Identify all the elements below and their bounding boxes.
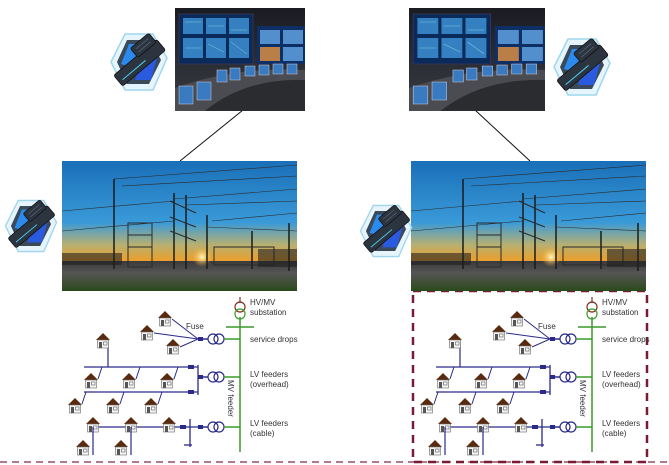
control-room-image [175,8,305,111]
house-icon [514,417,528,433]
diagram-label-lv-cable-1: LV feeders [250,419,288,428]
transformer-symbol [207,421,225,433]
hv-transformer-symbol [586,301,598,313]
diagram-label-lv-overhead-2: (overhead) [602,380,641,389]
service-drop-line [171,318,199,340]
fuse-symbol [198,337,203,341]
fuse-symbol [550,375,555,379]
mv-transformer-symbol [234,308,246,320]
diagram-label-substation-bottom: substation [602,308,638,317]
diagram-label-service-drops: service drops [250,335,298,344]
house-icon [466,440,480,456]
transformer-symbol [207,333,225,345]
ied-device-icon [4,199,58,253]
diagram-label-service-drops: service drops [602,335,650,344]
fuse-symbol [180,425,186,429]
diagram-label-lv-cable-1: LV feeders [602,419,640,428]
house-icon [458,398,472,414]
diagram-label-lv-cable-2: (cable) [250,429,275,438]
house-icon [518,339,532,355]
control-room-image [409,8,545,111]
substation-photo [411,161,646,291]
house-icon [160,373,174,389]
house-icon [140,325,154,341]
service-drop-line [523,318,551,340]
house-icon [68,398,82,414]
diagram-label-fuse: Fuse [538,322,556,331]
house-icon [496,398,510,414]
fuse-symbol [550,425,555,429]
ied-device-icon [553,38,611,96]
diagram-label-fuse: Fuse [186,322,204,331]
house-icon [492,325,506,341]
house-icon [106,398,120,414]
house-icon [436,373,450,389]
fuse-symbol [188,390,194,394]
transformer-symbol [559,371,577,383]
diagram-label-substation-bottom: substation [250,308,286,317]
fuse-symbol [188,365,194,369]
house-icon [96,333,110,349]
house-icon [114,440,128,456]
transformer-symbol [559,421,577,433]
fuse-symbol [532,425,538,429]
house-icon [84,373,98,389]
fuse-symbol [550,337,555,341]
diagram-label-mv-feeder: MV feeder [578,380,587,417]
house-icon [76,440,90,456]
substation-photo [62,161,297,291]
diagram-label-lv-overhead-1: LV feeders [250,370,288,379]
hv-transformer-symbol [234,301,246,313]
fuse-symbol [540,365,546,369]
transformer-symbol [207,371,225,383]
diagram-label-mv-feeder: MV feeder [226,380,235,417]
house-icon [162,417,176,433]
highlight-dashed-box [411,289,649,464]
house-icon [420,398,434,414]
transformer-symbol [559,333,577,345]
diagram-label-lv-cable-2: (cable) [602,429,627,438]
left-connector-line [179,109,244,162]
house-icon [144,398,158,414]
fuse-symbol [198,425,203,429]
diagram-label-substation-top: HV/MV [602,298,628,307]
service-drop-line [179,338,199,348]
house-icon [510,311,524,327]
ied-device-icon [359,204,413,258]
diagram-label-lv-overhead-1: LV feeders [602,370,640,379]
service-drop-line [531,338,551,348]
house-icon [166,339,180,355]
house-icon [474,373,488,389]
service-drop-line [505,332,551,340]
diagram-label-lv-overhead-2: (overhead) [250,380,289,389]
fuse-symbol [540,390,546,394]
fuse-symbol [198,375,203,379]
house-icon [428,440,442,456]
house-icon [448,333,462,349]
house-icon [122,373,136,389]
mv-transformer-symbol [586,308,598,320]
house-icon [158,311,172,327]
service-drop-line [153,332,199,340]
right-connector-line [474,109,531,162]
house-icon [512,373,526,389]
diagram-label-substation-top: HV/MV [250,298,276,307]
ied-device-icon [110,33,168,91]
